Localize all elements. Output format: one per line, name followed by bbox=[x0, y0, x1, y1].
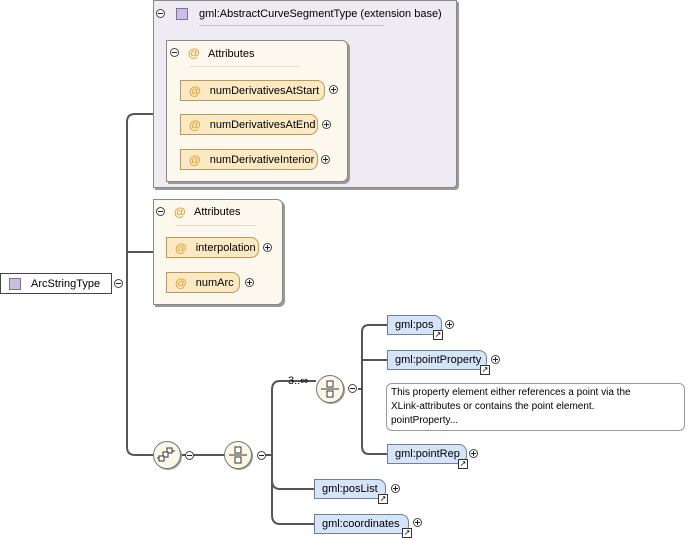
attribute-label: numDerivativesAtEnd bbox=[209, 118, 316, 131]
divider bbox=[199, 25, 384, 26]
attribute-icon: @ bbox=[189, 152, 201, 167]
attribute-label: interpolation bbox=[195, 241, 256, 254]
divider bbox=[176, 225, 256, 226]
expand-element-button[interactable] bbox=[445, 320, 454, 329]
occurrence-label: 3..∞ bbox=[288, 375, 309, 387]
element-label: gml:coordinates bbox=[322, 518, 400, 530]
expand-attribute-button[interactable] bbox=[263, 243, 272, 252]
reference-arrow-icon: ↗ bbox=[458, 459, 468, 469]
element-label: gml:pos bbox=[395, 319, 434, 331]
attribute-numDerivativesAtStart[interactable]: @ numDerivativesAtStart bbox=[180, 80, 325, 101]
attribute-icon: @ bbox=[175, 275, 187, 290]
attribute-numDerivativesAtEnd[interactable]: @ numDerivativesAtEnd bbox=[180, 114, 318, 135]
element-posList[interactable]: gml:posList bbox=[314, 479, 386, 499]
expand-attribute-button[interactable] bbox=[322, 120, 331, 129]
attribute-numArc[interactable]: @ numArc bbox=[166, 272, 240, 293]
divider bbox=[190, 66, 300, 67]
attribute-icon: @ bbox=[188, 46, 200, 60]
sequence-icon bbox=[157, 447, 175, 462]
attribute-label: numDerivativesAtStart bbox=[209, 84, 320, 97]
attribute-interpolation[interactable]: @ interpolation bbox=[166, 237, 259, 258]
ext-attributes-title: Attributes bbox=[208, 48, 255, 60]
reference-arrow-icon: ↗ bbox=[378, 494, 388, 504]
sequence-compositor[interactable] bbox=[153, 441, 181, 469]
element-coordinates[interactable]: gml:coordinates bbox=[314, 514, 409, 534]
expand-attribute-button[interactable] bbox=[245, 278, 254, 287]
attribute-icon: @ bbox=[189, 117, 201, 132]
choice-icon bbox=[321, 380, 339, 398]
reference-arrow-icon: ↗ bbox=[402, 528, 412, 538]
attribute-label: numDerivativeInterior bbox=[209, 153, 315, 166]
attribute-icon: @ bbox=[189, 83, 201, 98]
expand-element-button[interactable] bbox=[469, 449, 478, 458]
tooltip-line: This property element either references … bbox=[391, 387, 631, 398]
element-pos[interactable]: gml:pos bbox=[387, 315, 442, 335]
collapse-attributes-button[interactable] bbox=[156, 207, 165, 216]
root-type-box[interactable]: ArcStringType bbox=[0, 273, 112, 294]
element-pointRep[interactable]: gml:pointRep bbox=[387, 444, 467, 464]
complex-type-icon bbox=[176, 8, 188, 20]
tooltip-line: XLink-attributes or contains the point e… bbox=[391, 401, 595, 412]
element-pointProperty[interactable]: gml:pointProperty bbox=[387, 350, 487, 370]
element-label: gml:posList bbox=[322, 483, 378, 495]
expand-element-button[interactable] bbox=[413, 518, 422, 527]
attribute-label: numArc bbox=[195, 276, 234, 289]
choice-compositor[interactable] bbox=[224, 441, 252, 469]
collapse-ext-attributes-button[interactable] bbox=[170, 48, 179, 57]
extension-title: gml:AbstractCurveSegmentType (extension … bbox=[199, 8, 442, 20]
element-label: gml:pointProperty bbox=[395, 354, 482, 366]
complex-type-icon bbox=[9, 277, 21, 290]
choice-icon bbox=[229, 446, 247, 464]
tooltip-line: pointProperty... bbox=[391, 415, 459, 426]
attribute-icon: @ bbox=[174, 205, 186, 219]
root-type-label: ArcStringType bbox=[31, 277, 101, 290]
element-tooltip: This property element either references … bbox=[386, 383, 685, 431]
reference-arrow-icon: ↗ bbox=[480, 365, 490, 375]
expand-attribute-button[interactable] bbox=[329, 85, 338, 94]
expand-element-button[interactable] bbox=[391, 484, 400, 493]
collapse-sequence-button[interactable] bbox=[185, 451, 194, 460]
choice-compositor[interactable] bbox=[316, 375, 344, 403]
attribute-numDerivativeInterior[interactable]: @ numDerivativeInterior bbox=[180, 149, 318, 170]
collapse-choice-button[interactable] bbox=[348, 384, 357, 393]
expand-element-button[interactable] bbox=[491, 355, 500, 364]
collapse-choice-button[interactable] bbox=[257, 451, 266, 460]
collapse-root-button[interactable] bbox=[114, 279, 123, 288]
expand-attribute-button[interactable] bbox=[321, 155, 330, 164]
attributes-title: Attributes bbox=[194, 206, 241, 218]
collapse-extension-button[interactable] bbox=[156, 9, 165, 18]
attribute-icon: @ bbox=[175, 240, 187, 255]
reference-arrow-icon: ↗ bbox=[433, 330, 443, 340]
element-label: gml:pointRep bbox=[395, 448, 460, 460]
